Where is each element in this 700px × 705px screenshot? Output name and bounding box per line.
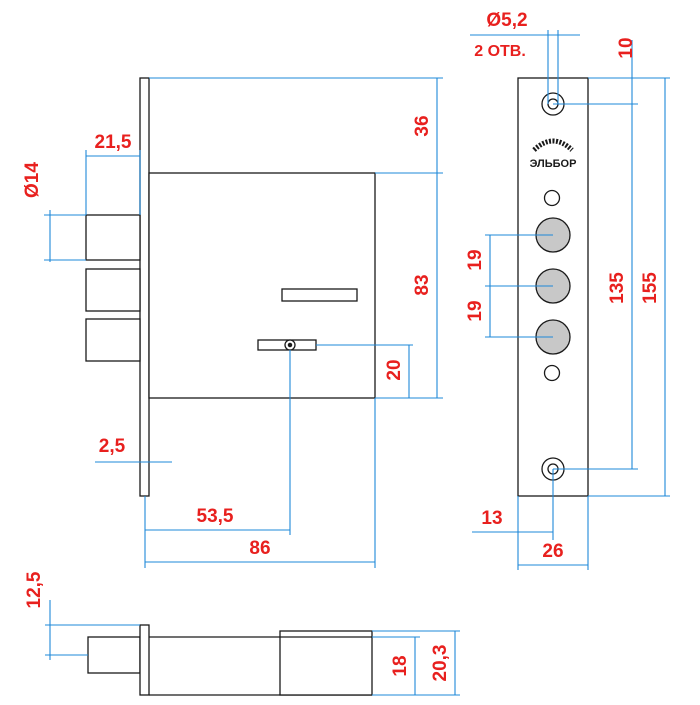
lock-case	[148, 172, 376, 399]
dim-backset: 53,5	[197, 506, 234, 527]
dim-hole-count: 2 ОТВ.	[474, 43, 526, 60]
top-view-dimension-lines	[45, 600, 460, 696]
dim-top-offset: 10	[616, 37, 637, 58]
top-view-case	[279, 630, 373, 696]
dim-hole-diameter: Ø5,2	[486, 10, 527, 31]
dim-faceplate-width: 26	[542, 541, 563, 562]
dim-bolt-diameter: Ø14	[22, 162, 43, 198]
dim-faceplate-length: 155	[640, 272, 661, 304]
dim-bolt-spacing-1: 19	[465, 249, 486, 270]
dim-case-top: 36	[412, 115, 433, 136]
faceplate-side	[139, 77, 150, 497]
dim-faceplate-thickness: 2,5	[99, 436, 126, 457]
small-hole-top	[543, 189, 561, 207]
dim-bolt-offset: 12,5	[24, 571, 45, 608]
dim-faceplate-center: 13	[481, 508, 502, 529]
faceplate-view: ЭЛЬБОР	[517, 77, 589, 497]
logo-text: ЭЛЬБОР	[530, 158, 577, 170]
dim-bolt-projection: 21,5	[95, 132, 132, 153]
faceplate-dimension-lines	[470, 30, 670, 570]
bolt-middle	[85, 268, 141, 312]
dimension-labels: Ø5,2 2 ОТВ. 10 21,5 Ø14 36 83 20 2,5 53,…	[22, 10, 661, 681]
dim-case-width: 86	[249, 538, 270, 559]
top-view-bolt	[87, 636, 141, 674]
dim-total-depth: 20,3	[430, 645, 451, 682]
small-hole-bottom	[543, 364, 561, 382]
brand-logo: ЭЛЬБОР	[530, 138, 577, 170]
dim-keyhole-height: 20	[384, 359, 405, 380]
dim-bolt-spacing-2: 19	[465, 300, 486, 321]
top-view	[87, 624, 373, 696]
bolt-top	[85, 214, 141, 261]
dim-case-height: 83	[412, 274, 433, 295]
bolt-bottom	[85, 318, 141, 362]
top-view-faceplate	[139, 624, 150, 696]
key-slot	[281, 288, 358, 302]
lock-body-dimension-lines	[44, 77, 443, 568]
dim-hole-spacing: 135	[607, 272, 628, 304]
keyhole	[257, 339, 317, 351]
dim-case-depth: 18	[390, 655, 411, 676]
